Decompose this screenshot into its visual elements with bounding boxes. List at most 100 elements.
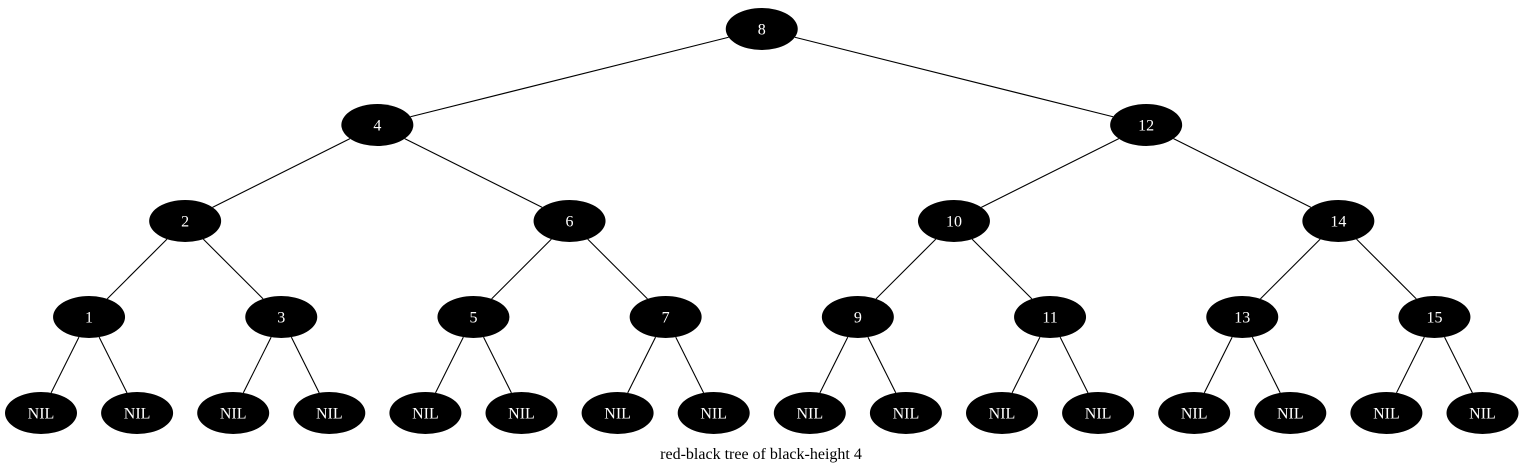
tree-edge: [290, 336, 320, 394]
node-label: NIL: [1277, 406, 1304, 423]
tree-edge: [981, 138, 1120, 208]
node-ellipse: [1110, 104, 1183, 146]
nil-leaf-node: NIL: [389, 392, 462, 434]
node-ellipse: [869, 392, 942, 434]
node-ellipse: [917, 200, 990, 242]
node-label: NIL: [1181, 406, 1208, 423]
tree-edge: [1356, 238, 1417, 300]
tree-edge: [1260, 238, 1321, 300]
tree-node: 14: [1302, 200, 1375, 242]
node-label: 10: [946, 214, 962, 231]
tree-edge: [875, 238, 937, 300]
node-label: 14: [1330, 214, 1346, 231]
nil-leaf-node: NIL: [1254, 392, 1327, 434]
node-label: NIL: [124, 406, 151, 423]
tree-edge: [491, 238, 552, 300]
tree-edge: [794, 36, 1114, 118]
tree-node: 7: [629, 296, 702, 338]
tree-node: 8: [725, 8, 798, 50]
nil-leaf-node: NIL: [966, 392, 1038, 434]
tree-node: 2: [149, 200, 222, 242]
nil-leaf-node: NIL: [485, 392, 558, 434]
nil-leaf-node: NIL: [1446, 392, 1519, 434]
node-ellipse: [1302, 200, 1375, 242]
node-ellipse: [1398, 296, 1471, 338]
node-label: NIL: [28, 406, 55, 423]
node-label: 5: [469, 310, 477, 327]
nil-leaf-node: NIL: [773, 392, 846, 434]
tree-edge: [819, 336, 849, 394]
tree-edge: [867, 336, 897, 394]
node-ellipse: [773, 392, 846, 434]
node-ellipse: [1158, 392, 1231, 434]
node-ellipse: [341, 104, 414, 146]
node-label: 11: [1042, 310, 1057, 327]
node-ellipse: [821, 296, 894, 338]
tree-edge: [1251, 336, 1281, 394]
node-label: 6: [566, 214, 574, 231]
tree-node: 13: [1206, 296, 1279, 338]
tree-node: 10: [917, 200, 990, 242]
tree-edge: [242, 336, 272, 394]
node-label: NIL: [1469, 406, 1496, 423]
node-ellipse: [1014, 296, 1087, 338]
node-ellipse: [966, 392, 1038, 434]
node-ellipse: [437, 296, 510, 338]
node-ellipse: [1206, 296, 1279, 338]
node-ellipse: [1446, 392, 1519, 434]
node-label: 1: [85, 310, 93, 327]
tree-edge: [971, 238, 1033, 300]
tree-edge: [50, 336, 80, 394]
tree-node: 9: [821, 296, 894, 338]
nil-leaf-node: NIL: [101, 392, 174, 434]
tree-edge: [1444, 336, 1473, 394]
tree-edge: [483, 336, 512, 394]
nil-leaf-node: NIL: [1062, 392, 1135, 434]
tree-edge: [1011, 336, 1041, 394]
nil-leaf-node: NIL: [293, 392, 366, 434]
node-ellipse: [725, 8, 798, 50]
tree-node: 4: [341, 104, 414, 146]
tree-edge: [212, 138, 351, 208]
node-label: 15: [1426, 310, 1442, 327]
node-label: NIL: [412, 406, 439, 423]
node-ellipse: [1350, 392, 1423, 434]
tree-node: 3: [245, 296, 318, 338]
tree-node: 1: [53, 296, 126, 338]
node-ellipse: [149, 200, 222, 242]
node-label: 12: [1138, 118, 1154, 135]
node-ellipse: [53, 296, 126, 338]
node-label: NIL: [893, 406, 920, 423]
node-ellipse: [293, 392, 366, 434]
node-label: 8: [758, 22, 766, 39]
node-ellipse: [389, 392, 462, 434]
tree-node: 12: [1110, 104, 1183, 146]
node-ellipse: [197, 392, 270, 434]
node-ellipse: [101, 392, 174, 434]
node-label: NIL: [604, 406, 631, 423]
tree-edge: [106, 238, 168, 300]
nil-leaf-node: NIL: [581, 392, 654, 434]
tree-edge: [1203, 336, 1233, 394]
node-label: 13: [1234, 310, 1250, 327]
tree-edge: [410, 36, 729, 118]
node-label: NIL: [700, 406, 727, 423]
tree-node: 15: [1398, 296, 1471, 338]
nil-leaf-node: NIL: [869, 392, 942, 434]
tree-node: 11: [1014, 296, 1087, 338]
tree-edge: [1395, 336, 1425, 394]
tree-edge: [1173, 138, 1312, 208]
node-ellipse: [677, 392, 750, 434]
node-label: 9: [854, 310, 862, 327]
node-label: NIL: [508, 406, 535, 423]
node-label: NIL: [1085, 406, 1112, 423]
node-ellipse: [1254, 392, 1327, 434]
nil-leaf-node: NIL: [1350, 392, 1423, 434]
node-ellipse: [629, 296, 702, 338]
node-ellipse: [5, 392, 77, 434]
tree-edge: [627, 336, 657, 394]
tree-edges: [50, 36, 1473, 394]
tree-edge: [202, 238, 264, 300]
